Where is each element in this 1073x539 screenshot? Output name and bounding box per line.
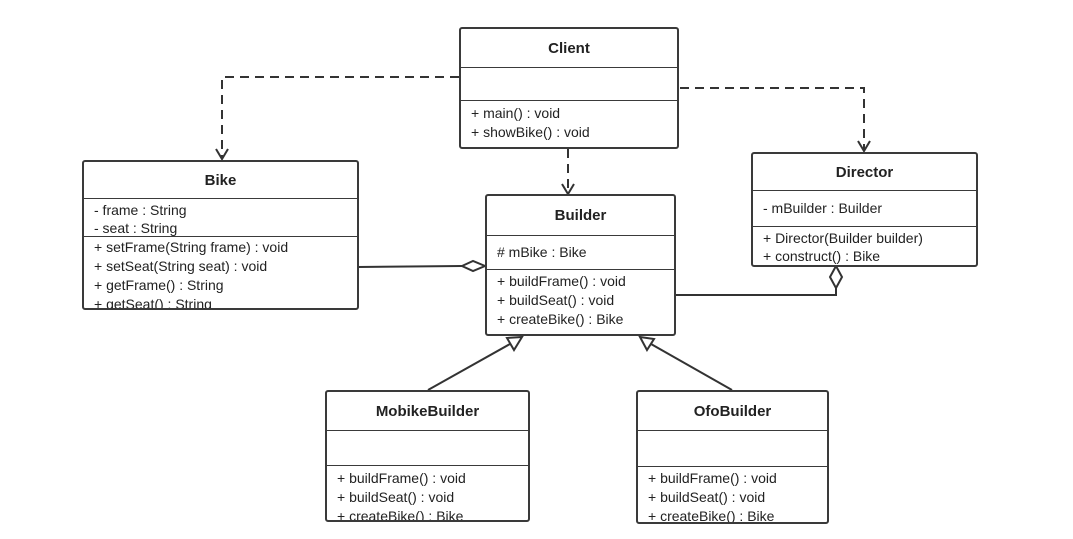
class-name: OfoBuilder xyxy=(693,402,772,420)
methods-section: + Director(Builder builder) + construct(… xyxy=(753,226,976,265)
class-director[interactable]: Director - mBuilder : Builder + Director… xyxy=(751,152,978,267)
method: + setSeat(String seat) : void xyxy=(94,258,268,274)
aggregation-director-builder-diamond xyxy=(828,263,844,291)
generalization-mobike-builder xyxy=(427,343,511,391)
method: + buildFrame() : void xyxy=(337,470,466,486)
dependency-client-bike-arrowhead xyxy=(215,148,229,161)
dependency-client-director xyxy=(680,87,865,149)
attribute: - mBuilder : Builder xyxy=(763,200,883,216)
method: + buildSeat() : void xyxy=(497,292,615,308)
class-builder[interactable]: Builder # mBike : Bike + buildFrame() : … xyxy=(485,194,676,336)
attributes-section xyxy=(327,430,528,465)
class-name: MobikeBuilder xyxy=(375,402,480,420)
method: + main() : void xyxy=(471,105,561,121)
method: + createBike() : Bike xyxy=(337,508,464,522)
class-name: Client xyxy=(548,39,590,57)
method: + construct() : Bike xyxy=(763,248,881,264)
class-bike[interactable]: Bike - frame : String - seat : String + … xyxy=(82,160,359,310)
class-client[interactable]: Client + main() : void + showBike() : vo… xyxy=(459,27,679,149)
methods-section: + buildFrame() : void + buildSeat() : vo… xyxy=(327,465,528,522)
attributes-section: # mBike : Bike xyxy=(487,235,674,269)
method: + createBike() : Bike xyxy=(648,508,775,524)
dependency-client-director-arrowhead xyxy=(857,140,871,153)
class-name: Builder xyxy=(554,207,607,224)
aggregation-director-builder xyxy=(676,288,837,296)
method: + getSeat() : String xyxy=(94,296,212,310)
method: + buildSeat() : void xyxy=(337,489,455,505)
method: + setFrame(String frame) : void xyxy=(94,239,289,255)
method: + Director(Builder builder) xyxy=(763,230,923,246)
methods-section: + buildFrame() : void + buildSeat() : vo… xyxy=(638,466,827,524)
method: + buildFrame() : void xyxy=(648,470,777,486)
method: + createBike() : Bike xyxy=(497,311,624,327)
attributes-section: - mBuilder : Builder xyxy=(753,190,976,226)
attributes-section: - frame : String - seat : String xyxy=(84,198,357,236)
class-name: Director xyxy=(835,163,894,181)
generalization-mobike-builder-triangle xyxy=(505,335,524,352)
method: + buildFrame() : void xyxy=(497,273,626,289)
method: + buildSeat() : void xyxy=(648,489,766,505)
class-ofo-builder[interactable]: OfoBuilder + buildFrame() : void + build… xyxy=(636,390,829,524)
dependency-client-bike xyxy=(221,76,459,157)
attribute: # mBike : Bike xyxy=(497,244,587,260)
method: + showBike() : void xyxy=(471,124,590,140)
attributes-section xyxy=(461,67,677,100)
generalization-ofo-builder xyxy=(650,343,733,391)
methods-section: + buildFrame() : void + buildSeat() : vo… xyxy=(487,269,674,329)
aggregation-builder-bike-diamond xyxy=(459,259,488,273)
methods-section: + setFrame(String frame) : void + setSea… xyxy=(84,236,357,310)
aggregation-builder-bike xyxy=(357,265,463,268)
attributes-section xyxy=(638,430,827,466)
method: + getFrame() : String xyxy=(94,277,224,293)
class-mobike-builder[interactable]: MobikeBuilder + buildFrame() : void + bu… xyxy=(325,390,530,522)
attribute: - seat : String xyxy=(94,220,178,236)
generalization-ofo-builder-triangle xyxy=(638,335,656,352)
methods-section: + main() : void + showBike() : void xyxy=(461,100,677,142)
attribute: - frame : String xyxy=(94,202,187,218)
class-name: Bike xyxy=(204,171,237,189)
